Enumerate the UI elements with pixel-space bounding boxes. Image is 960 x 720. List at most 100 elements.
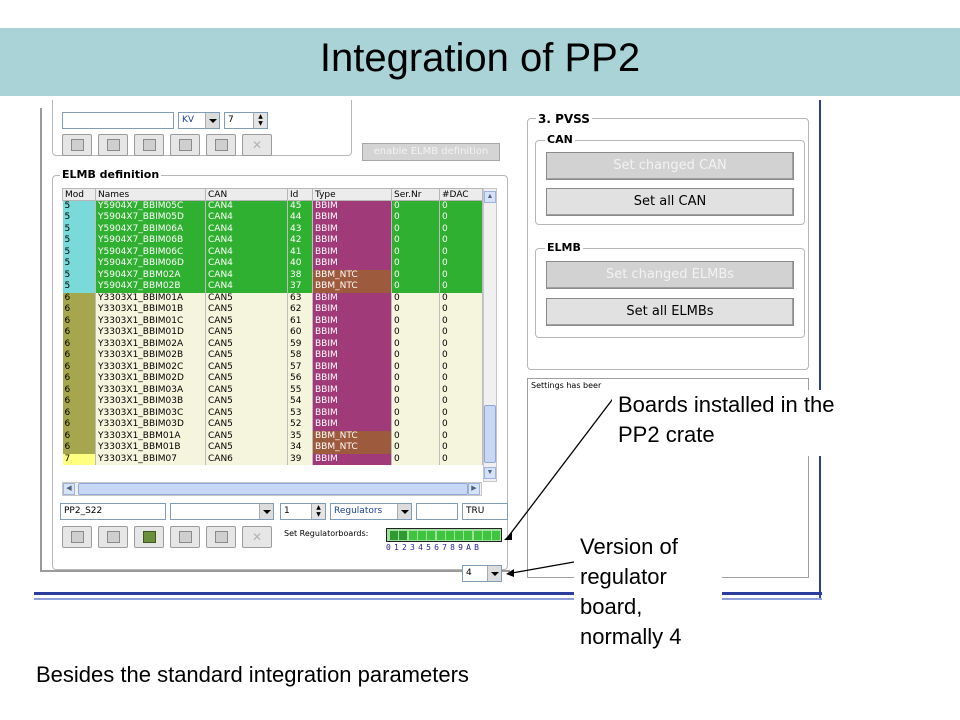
- table-cell-names: Y3303X1_BBIM02A: [95, 338, 206, 350]
- chevron-down-icon[interactable]: [487, 566, 501, 581]
- set-all-elmbs-button[interactable]: Set all ELMBs: [546, 298, 794, 326]
- toolbar-button-6[interactable]: [62, 526, 92, 548]
- scroll-up-icon[interactable]: ▲: [484, 191, 496, 203]
- regulators-select[interactable]: Regulators: [330, 503, 412, 520]
- regulator-board-cell[interactable]: [436, 531, 445, 540]
- table-cell-dac: 0: [439, 327, 483, 339]
- table-cell-sernr: 0: [391, 200, 440, 212]
- set-changed-can-button[interactable]: Set changed CAN: [546, 152, 794, 180]
- toolbar-button-2[interactable]: [98, 134, 128, 156]
- enable-elmb-definition-button[interactable]: enable ELMB definition: [362, 143, 500, 161]
- chevron-down-icon[interactable]: [205, 113, 219, 128]
- empty-select[interactable]: [170, 503, 274, 520]
- regulator-board-cell[interactable]: [445, 531, 454, 540]
- table-cell-id: 41: [287, 246, 313, 258]
- table-cell-mod: 6: [62, 419, 96, 431]
- index-spinbox[interactable]: 1 ▲▼: [280, 503, 326, 520]
- table-cell-mod: 6: [62, 430, 96, 442]
- regulator-board-cell[interactable]: [427, 531, 436, 540]
- table-cell-sernr: 0: [391, 246, 440, 258]
- table-cell-mod: 5: [62, 281, 96, 293]
- close-icon-button-2[interactable]: [242, 526, 272, 548]
- blank-field[interactable]: [416, 503, 458, 520]
- set-changed-elmbs-button[interactable]: Set changed ELMBs: [546, 261, 794, 289]
- regulator-boards-indicator[interactable]: [386, 528, 502, 542]
- column-header-can[interactable]: CAN: [205, 188, 288, 201]
- version-select[interactable]: 4: [462, 565, 502, 582]
- column-header-id[interactable]: Id: [287, 188, 313, 201]
- window-border-bottom-shade: [34, 598, 822, 600]
- column-header-sernr[interactable]: Ser.Nr: [391, 188, 440, 201]
- toolbar-button-1[interactable]: [62, 134, 92, 156]
- number-spinbox[interactable]: 7 ▲▼: [224, 112, 268, 129]
- regulator-board-cell[interactable]: [390, 531, 398, 540]
- toolbar-button-5[interactable]: [206, 134, 236, 156]
- toolbar-button-8[interactable]: [170, 526, 200, 548]
- column-header-type[interactable]: Type: [312, 188, 392, 201]
- regulator-board-cell[interactable]: [492, 531, 501, 540]
- spin-arrows-icon[interactable]: ▲▼: [311, 504, 325, 519]
- chevron-down-icon[interactable]: [259, 504, 273, 519]
- table-cell-type: BBIM: [312, 384, 392, 396]
- toolbar-button-7[interactable]: [98, 526, 128, 548]
- table-cell-names: Y3303X1_BBIM03D: [95, 419, 206, 431]
- table-cell-sernr: 0: [391, 338, 440, 350]
- table-cell-id: 52: [287, 419, 313, 431]
- vertical-scroll-thumb[interactable]: [484, 405, 496, 463]
- top-name-input[interactable]: [62, 112, 174, 129]
- scroll-down-icon[interactable]: ▼: [484, 467, 496, 479]
- toolbar-button-3[interactable]: [134, 134, 164, 156]
- horizontal-scroll-thumb[interactable]: [78, 483, 468, 495]
- toolbar-button-9[interactable]: [206, 526, 236, 548]
- table-cell-dac: 0: [439, 419, 483, 431]
- regulator-board-cell[interactable]: [455, 531, 464, 540]
- add-board-button[interactable]: [134, 526, 164, 548]
- regulator-board-cell[interactable]: [408, 531, 417, 540]
- table-cell-can: CAN5: [205, 315, 288, 327]
- table-cell-names: Y3303X1_BBIM02D: [95, 373, 206, 385]
- table-cell-sernr: 0: [391, 384, 440, 396]
- chevron-down-icon[interactable]: [397, 504, 411, 519]
- column-header-names[interactable]: Names: [95, 188, 206, 201]
- spin-arrows-icon[interactable]: ▲▼: [253, 113, 267, 128]
- set-all-can-button[interactable]: Set all CAN: [546, 188, 794, 216]
- column-header-dac[interactable]: #DAC: [439, 188, 483, 201]
- regulator-board-cell[interactable]: [399, 531, 408, 540]
- regulator-board-cell[interactable]: [464, 531, 473, 540]
- close-icon-button[interactable]: [242, 134, 272, 156]
- scroll-left-icon[interactable]: ◀: [63, 483, 75, 495]
- column-header-mod[interactable]: Mod: [62, 188, 96, 201]
- kv-select[interactable]: KV: [178, 112, 220, 129]
- regulator-board-cell[interactable]: [417, 531, 426, 540]
- toolbar-button-4[interactable]: [170, 134, 200, 156]
- regulator-board-cell[interactable]: [483, 531, 491, 540]
- tru-select[interactable]: TRU: [462, 503, 508, 520]
- crate-name-input[interactable]: PP2_S22: [60, 503, 166, 520]
- regulator-board-cell[interactable]: [473, 531, 482, 540]
- scroll-right-icon[interactable]: ▶: [468, 483, 480, 495]
